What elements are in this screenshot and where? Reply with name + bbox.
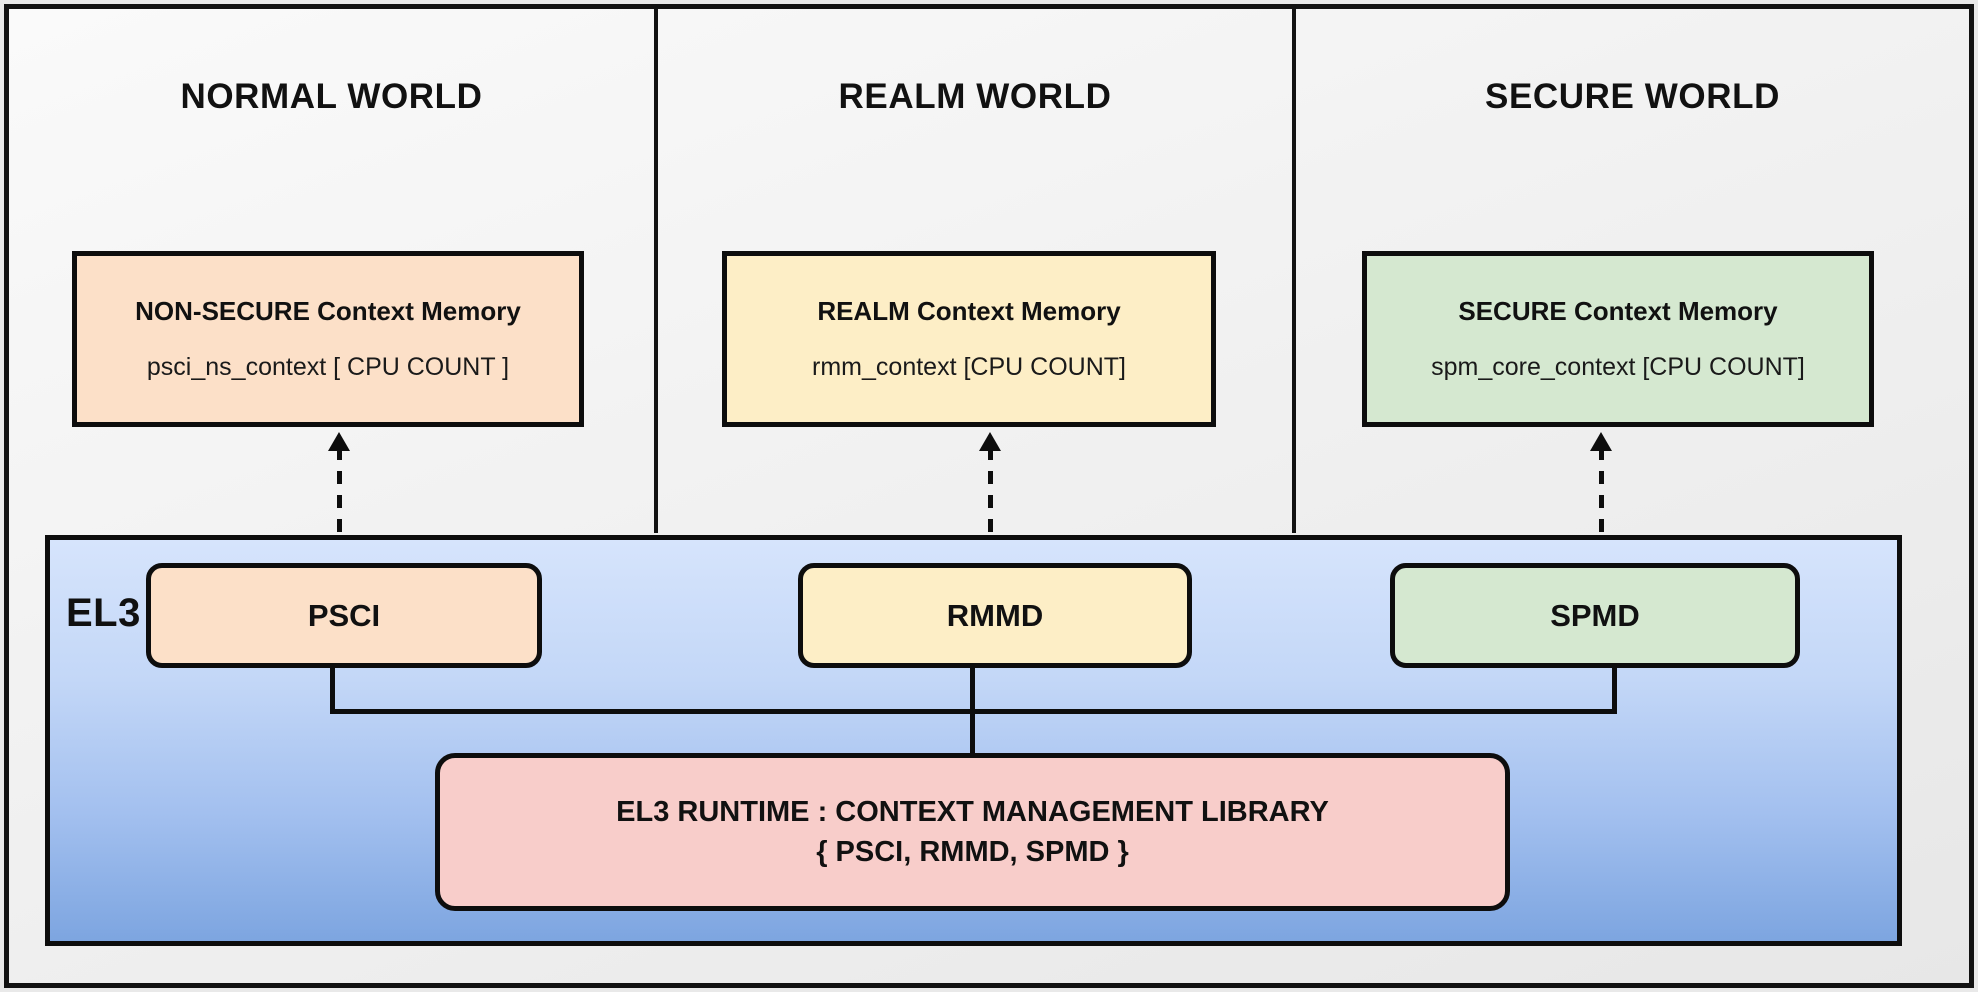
world-divider-2 xyxy=(1292,9,1296,533)
context-memory-symbol-secure: spm_core_context [CPU COUNT] xyxy=(1431,353,1805,381)
dispatcher-label-rmmd: RMMD xyxy=(946,597,1044,633)
dispatcher-box-spmd[interactable]: SPMD xyxy=(1390,563,1800,668)
dispatcher-box-rmmd[interactable]: RMMD xyxy=(798,563,1192,668)
el3-runtime-library-box[interactable]: EL3 RUNTIME : CONTEXT MANAGEMENT LIBRARY… xyxy=(435,753,1510,911)
dispatcher-label-psci: PSCI xyxy=(307,597,381,633)
context-memory-title-realm: REALM Context Memory xyxy=(817,296,1121,326)
el3-runtime-library-line1: EL3 RUNTIME : CONTEXT MANAGEMENT LIBRARY xyxy=(616,795,1329,828)
context-memory-symbol-realm: rmm_context [CPU COUNT] xyxy=(812,353,1126,381)
world-divider-1 xyxy=(654,9,658,533)
context-memory-title-non-secure: NON-SECURE Context Memory xyxy=(135,296,521,326)
el3-runtime-library-line2: { PSCI, RMMD, SPMD } xyxy=(816,836,1129,868)
world-title-realm: REALM WORLD xyxy=(838,77,1112,116)
context-memory-symbol-non-secure: psci_ns_context [ CPU COUNT ] xyxy=(146,353,510,381)
context-memory-box-realm: REALM Context Memory rmm_context [CPU CO… xyxy=(722,251,1216,427)
arrow-stem-realm xyxy=(988,447,993,552)
context-memory-box-secure: SECURE Context Memory spm_core_context [… xyxy=(1362,251,1874,427)
arrow-stem-non-secure xyxy=(337,447,342,552)
arrow-head-up-realm xyxy=(979,432,1001,451)
el3-label: EL3 xyxy=(66,591,141,635)
dispatcher-label-spmd: SPMD xyxy=(1550,597,1640,633)
context-memory-title-secure: SECURE Context Memory xyxy=(1458,296,1778,326)
worlds-band: NORMAL WORLD REALM WORLD SECURE WORLD xyxy=(9,9,1969,533)
world-title-secure: SECURE WORLD xyxy=(1485,77,1780,116)
arrow-head-up-non-secure xyxy=(328,432,350,451)
world-panel-secure: SECURE WORLD xyxy=(1296,9,1969,533)
arrow-stem-secure xyxy=(1599,447,1604,552)
world-title-normal: NORMAL WORLD xyxy=(180,77,483,116)
arrow-head-up-secure xyxy=(1590,432,1612,451)
context-memory-box-non-secure: NON-SECURE Context Memory psci_ns_contex… xyxy=(72,251,584,427)
connector-psci-drop xyxy=(330,668,335,713)
world-panel-normal: NORMAL WORLD xyxy=(9,9,654,533)
world-panel-realm: REALM WORLD xyxy=(658,9,1292,533)
connector-spmd-drop xyxy=(1612,668,1617,713)
dispatcher-box-psci[interactable]: PSCI xyxy=(146,563,542,668)
connector-rmmd-drop xyxy=(970,668,975,758)
